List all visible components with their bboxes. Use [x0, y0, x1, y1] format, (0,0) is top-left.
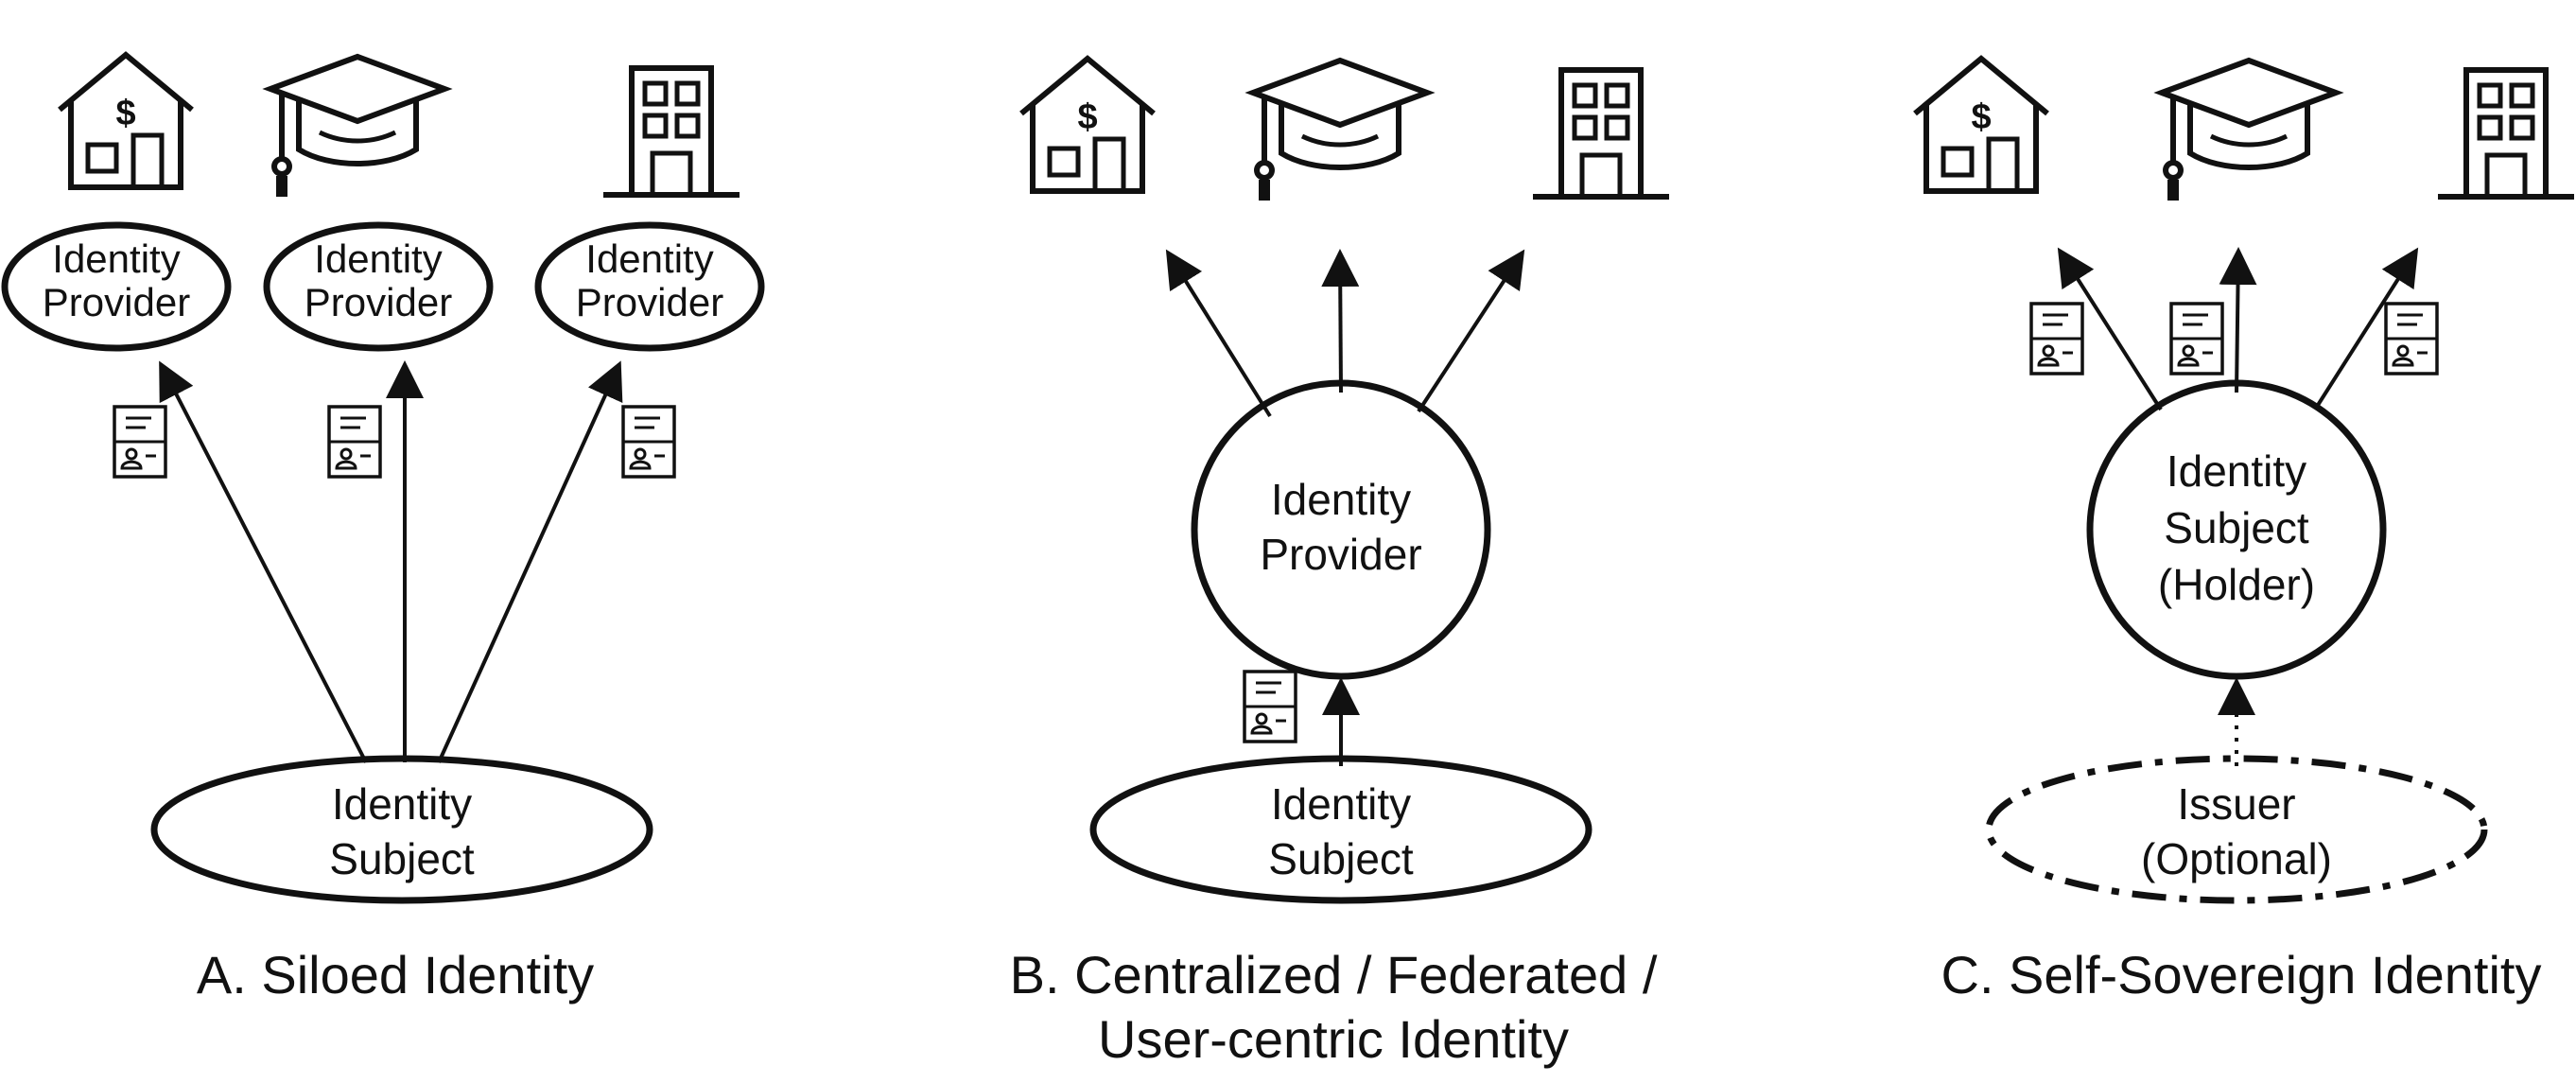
- identity-provider-node: [1191, 379, 1491, 680]
- issuer-optional-node: [1985, 755, 2488, 904]
- node-label: Provider: [43, 280, 190, 324]
- identity-subject-node: [150, 755, 653, 904]
- node-label: Provider: [1260, 530, 1421, 579]
- arrow-to-service: [2219, 247, 2257, 393]
- node-label: Identity: [585, 236, 713, 281]
- node-label: Identity: [314, 236, 442, 281]
- bank-house-icon: [60, 55, 192, 187]
- node-label: Subject: [2164, 503, 2309, 552]
- bank-house-icon: [1021, 59, 1154, 191]
- graduation-cap-icon: [1253, 61, 1427, 201]
- office-building-icon: [1533, 70, 1669, 197]
- node-label: Issuer: [2177, 779, 2295, 829]
- node-label: Identity: [52, 236, 180, 281]
- credential-card-icon: [2169, 302, 2224, 376]
- panel-siloed-identity: Identity Provider Identity Provider Iden…: [1, 55, 765, 1004]
- arrow-to-service: [1417, 249, 1525, 413]
- arrow-to-provider: [437, 360, 623, 763]
- panel-caption: User-centric Identity: [1098, 1009, 1569, 1069]
- node-label: Provider: [576, 280, 723, 324]
- identity-provider-node: [263, 221, 494, 352]
- node-label: (Holder): [2158, 560, 2315, 609]
- graduation-cap-icon: [270, 57, 444, 197]
- identity-provider-node: [534, 221, 765, 352]
- arrow-to-service: [1321, 249, 1360, 393]
- bank-house-icon: [1915, 59, 2047, 191]
- credential-card-icon: [1243, 670, 1297, 743]
- credential-card-icon: [2384, 302, 2439, 376]
- node-label: Provider: [305, 280, 452, 324]
- credential-card-icon: [327, 405, 382, 479]
- node-label: Identity: [1271, 475, 1411, 524]
- node-label: Identity: [332, 779, 472, 829]
- identity-provider-node: [1, 221, 232, 352]
- arrow-to-service: [2313, 247, 2419, 411]
- credential-card-icon: [2029, 302, 2084, 376]
- node-label: Subject: [1268, 834, 1414, 883]
- node-label: (Optional): [2141, 834, 2332, 883]
- identity-subject-node: [1089, 755, 1593, 904]
- panel-caption: B. Centralized / Federated /: [1010, 945, 1658, 1004]
- panel-caption: A. Siloed Identity: [197, 945, 594, 1004]
- node-label: Identity: [2167, 446, 2306, 496]
- panel-centralized-identity: Identity Provider Identity Subject B. Ce…: [1010, 59, 1669, 1069]
- arrow-to-service: [2057, 247, 2163, 411]
- credential-card-icon: [113, 405, 167, 479]
- credential-card-icon: [621, 405, 676, 479]
- node-label: Subject: [329, 834, 475, 883]
- node-label: Identity: [1271, 779, 1411, 829]
- office-building-icon: [2438, 70, 2574, 197]
- office-building-icon: [603, 68, 740, 195]
- arrow-to-service: [1165, 249, 1272, 418]
- arrow-to-provider: [159, 360, 368, 763]
- panel-self-sovereign-identity: Identity Subject (Holder) Issuer (Option…: [1915, 59, 2574, 1004]
- identity-holder-node: [2086, 379, 2387, 680]
- panel-caption: C. Self-Sovereign Identity: [1941, 945, 2542, 1004]
- graduation-cap-icon: [2162, 61, 2336, 201]
